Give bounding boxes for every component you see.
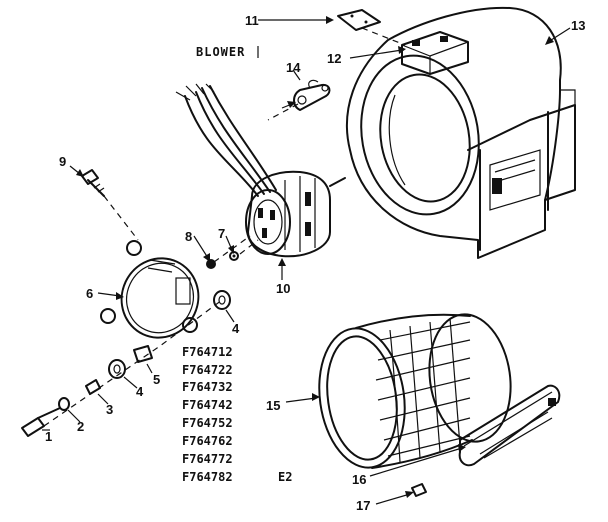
part-label-1: 1 <box>45 429 52 444</box>
lock-washer <box>58 397 70 411</box>
motor-mount-ring <box>100 240 200 339</box>
model-number: F764742 <box>182 398 233 412</box>
cutoff-plate <box>458 384 561 467</box>
model-number: F764732 <box>182 380 233 394</box>
part-label-7: 7 <box>218 226 225 241</box>
model-number: F764782 <box>182 470 233 484</box>
model-number: F764762 <box>182 434 233 448</box>
part-label-11: 11 <box>245 13 259 28</box>
part-label-5: 5 <box>153 372 160 387</box>
part-label-16: 16 <box>352 472 366 487</box>
model-number: F764722 <box>182 363 233 377</box>
cover-plate <box>337 9 381 31</box>
part-label-15: 15 <box>266 398 280 413</box>
revision-code: E2 <box>278 470 292 484</box>
part-label-3: 3 <box>106 402 113 417</box>
blower-wheel <box>318 313 512 469</box>
blower-housing <box>346 6 576 259</box>
blower-motor <box>245 170 346 258</box>
leader-lines <box>42 16 571 505</box>
part-label-2: 2 <box>77 419 84 434</box>
part-label-12: 12 <box>327 51 341 66</box>
part-label-10: 10 <box>276 281 290 296</box>
bolt <box>81 169 105 197</box>
screw <box>21 407 61 437</box>
nut <box>206 259 216 269</box>
sleeve <box>133 345 153 363</box>
diagram-title: BLOWER <box>196 45 245 59</box>
grommet-lower <box>108 359 126 379</box>
grommet <box>213 290 231 310</box>
part-label-6: 6 <box>86 286 93 301</box>
part-label-13: 13 <box>571 18 585 33</box>
motor-wires <box>175 83 277 197</box>
model-number: F764752 <box>182 416 233 430</box>
model-number: F764772 <box>182 452 233 466</box>
part-label-9: 9 <box>59 154 66 169</box>
part-label-4-lower: 4 <box>136 384 144 399</box>
motor-clip <box>293 79 331 111</box>
part-label-4-upper: 4 <box>232 321 240 336</box>
cutoff-nut <box>411 483 427 497</box>
top-bracket <box>401 31 469 75</box>
part-label-14: 14 <box>286 60 301 75</box>
model-number: F764712 <box>182 345 233 359</box>
part-label-17: 17 <box>356 498 370 513</box>
part-label-8: 8 <box>185 229 192 244</box>
model-number-list: F764712 F764722 F764732 F764742 F764752 … <box>182 345 292 484</box>
